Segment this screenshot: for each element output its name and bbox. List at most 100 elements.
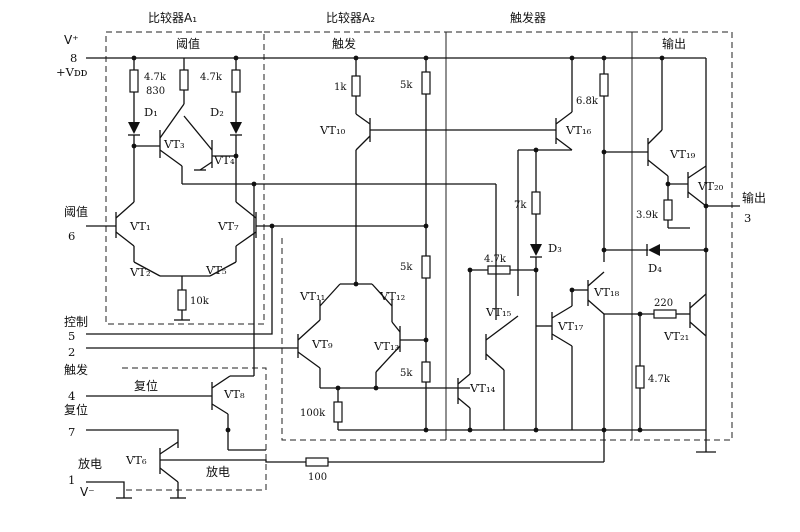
pin-control-name: 控制 [64,315,88,329]
supply-rail [86,55,706,61]
label-r-4.7k-right: 4.7k [200,72,223,83]
output-stage [604,58,740,430]
label-r-5k-top: 5k [400,80,413,91]
section-title-output: 输出 [662,36,686,51]
transistor-vt5 [209,261,237,277]
transistor-vt11 [319,283,341,307]
resistor-4.7k-left [129,69,139,93]
label-vt10: VT₁₀ [319,123,346,137]
comparator-a1 [86,58,496,321]
pin-reset-name: 复位 [64,402,88,417]
pin-6-label: 6 [68,229,75,243]
resistor-100k [333,401,343,423]
label-vt11: VT₁₁ [299,289,325,303]
label-d1: D₁ [144,105,158,119]
discharge-wire [86,429,179,448]
reset-discharge-box [122,367,267,491]
label-r-4.7k-output: 4.7k [648,374,671,385]
pin-vdd-label: +Vᴅᴅ [56,65,88,79]
label-vt9: VT₉ [311,337,333,351]
diode-d3 [530,244,542,256]
label-vt20: VT₂₀ [697,179,724,193]
sublabel-trigger: 触发 [332,36,356,51]
pin-trigger-name: 触发 [64,362,88,377]
section-title-comparator-a2: 比较器A₂ [326,10,375,25]
ground-rail [338,58,716,453]
label-r-3.9k: 3.9k [636,210,659,221]
resistor-3.9k [663,199,673,221]
pin-output-name: 输出 [742,190,766,205]
pin-5-label: 5 [68,329,75,343]
resistor-10k [177,289,187,311]
label-vt17: VT₁₇ [557,319,584,333]
section-title-comparator-a1: 比较器A₁ [148,10,197,25]
label-r-4.7k-left: 4.7k [144,72,167,83]
resistor-4.7k-right [231,69,241,93]
diode-d4 [648,244,660,256]
label-vt12: VT₁₂ [379,289,405,303]
resistor-1k [351,75,361,97]
resistor-5k-bottom [421,361,431,383]
inner-reset-label: 复位 [134,378,158,393]
pin-7-label: 7 [68,425,75,439]
label-r-7k: 7k [514,200,527,211]
label-r-10k: 10k [190,296,210,307]
label-vt21: VT₂₁ [663,329,689,343]
pin-4-label: 4 [68,389,75,403]
resistor-5k-middle [421,255,431,279]
label-vt19: VT₁₉ [669,147,696,161]
label-vt2: VT₂ [129,265,151,279]
pin-1-label: 1 [68,473,75,487]
resistor-5k-top [421,71,431,95]
label-vt7: VT₇ [217,219,239,233]
pin-discharge-name: 放电 [78,456,102,471]
label-vt1: VT₁ [129,219,151,233]
label-vt3: VT₃ [163,137,185,151]
sublabel-threshold: 阈值 [176,36,200,51]
pin-threshold-name: 阈值 [64,204,88,219]
diode-d1 [128,122,140,134]
label-vt5: VT₅ [205,263,227,277]
label-vt15: VT₁₅ [485,305,512,319]
comparator-a1-box [105,31,265,325]
label-r-100: 100 [308,472,327,483]
label-vt13: VT₁₃ [373,339,400,353]
pin-8-label: 8 [70,51,77,65]
resistor-100 [305,457,329,467]
pin-2-label: 2 [68,345,75,359]
reset-discharge [86,181,605,499]
output-box [631,31,733,441]
resistor-4.7k-output [635,365,645,389]
resistor-4.7k-trigger [487,265,511,275]
label-vt8: VT₈ [223,387,245,401]
section-title-trigger: 触发器 [510,10,546,25]
label-r-100k: 100k [300,408,326,419]
label-d3: D₃ [548,241,562,255]
pin-vplus-label: V⁺ [64,33,79,47]
transistor-vt12 [371,283,393,307]
label-vt6: VT₆ [125,453,147,467]
inner-discharge-label: 放电 [206,464,230,479]
label-r-5k-bottom: 5k [400,368,413,379]
label-r-1k: 1k [334,82,347,93]
label-r-830: 830 [146,86,165,97]
label-r-220: 220 [654,298,673,309]
label-r-4.7k-trigger: 4.7k [484,254,507,265]
label-vt14: VT₁₄ [469,381,496,395]
comparator-a2 [86,58,556,430]
label-d4: D₄ [648,261,662,275]
pin-vminus-label: V⁻ [80,485,95,499]
label-d2: D₂ [210,105,224,119]
block-boundaries [105,31,733,491]
resistor-220 [653,309,677,319]
resistor-7k [531,191,541,215]
diode-d2 [230,122,242,134]
control-wire [86,226,273,335]
transistor-vt2 [133,261,161,277]
label-vt16: VT₁₆ [565,123,592,137]
pin-3-label: 3 [744,211,751,225]
label-vt4: VT₄ [213,153,235,167]
label-r-5k-middle: 5k [400,262,413,273]
label-vt18: VT₁₈ [593,285,620,299]
